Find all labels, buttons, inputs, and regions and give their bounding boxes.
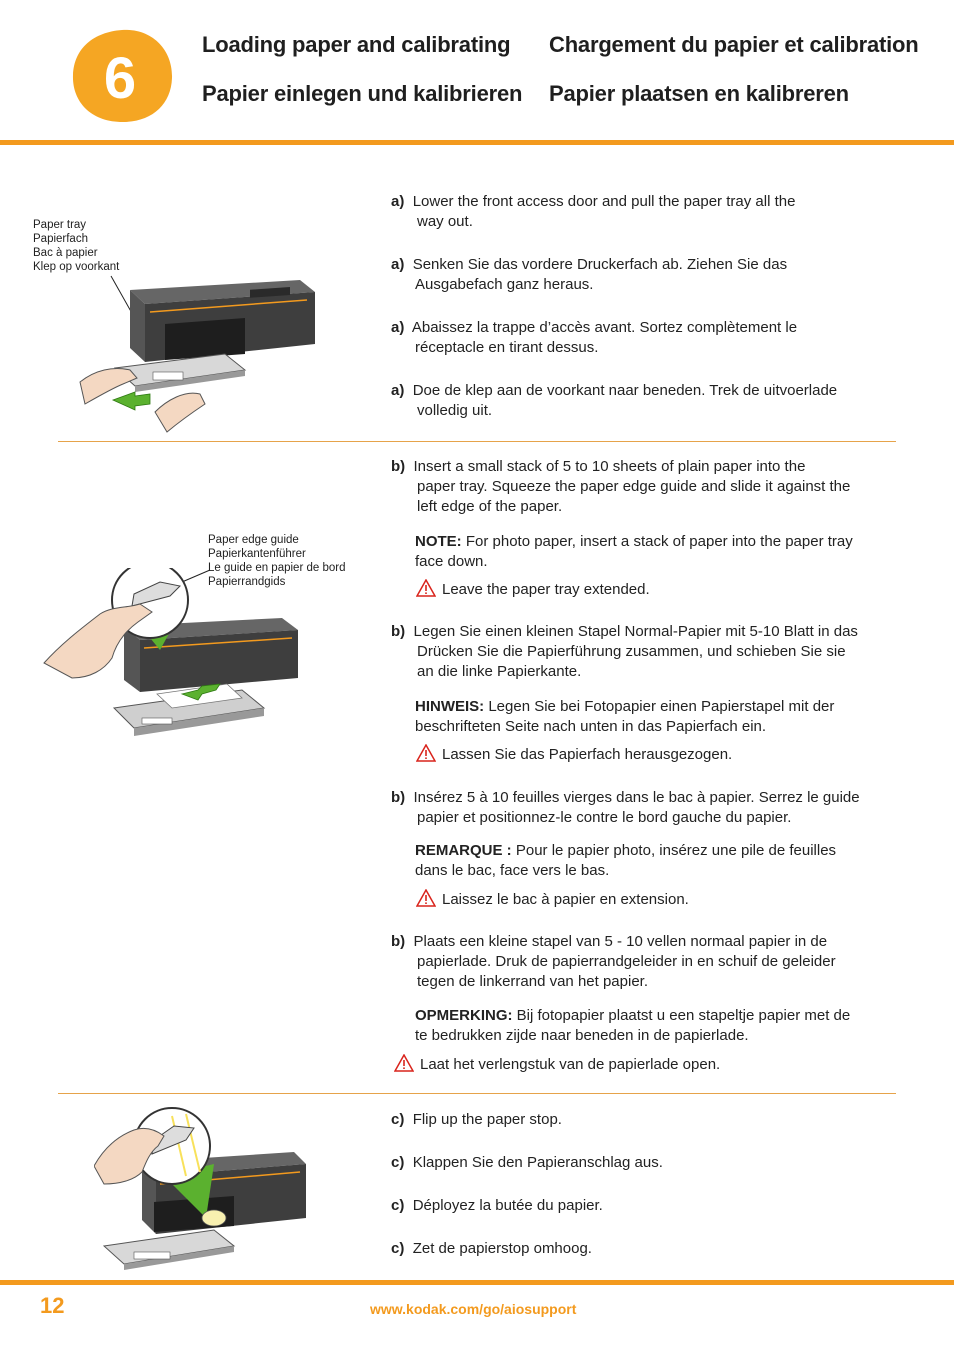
warning-nl: Laat het verlengstuk van de papierlade o…: [393, 1053, 720, 1075]
footer-rule: [0, 1280, 954, 1285]
step-c-de: c) Klappen Sie den Papieranschlag aus.: [391, 1154, 663, 1171]
step-b-de: b) Legen Sie einen kleinen Stapel Normal…: [391, 623, 858, 680]
header-rule: [0, 140, 954, 145]
step-number: 6: [104, 46, 136, 111]
step-a-nl: a) Doe de klep aan de voorkant naar bene…: [391, 382, 838, 419]
step-number-badge: 6: [72, 29, 173, 123]
paper-edge-guide-callout: Paper edge guide Papierkantenführer Le g…: [208, 534, 346, 588]
warning-en: Leave the paper tray extended.: [415, 578, 650, 600]
paper-edge-guide-illustration: [43, 568, 298, 736]
title-de: Papier einlegen und kalibrieren: [202, 81, 523, 106]
step-a-de: a) Senken Sie das vordere Druckerfach ab…: [391, 256, 788, 293]
step-b-en: b) Insert a small stack of 5 to 10 sheet…: [391, 458, 851, 515]
warning-de: Lassen Sie das Papierfach herausgezogen.: [415, 743, 732, 765]
note-nl: OPMERKING: Bij fotopapier plaatst u een …: [415, 1007, 851, 1044]
paper-stop-illustration: [94, 1107, 306, 1270]
title-nl: Papier plaatsen en kalibreren: [549, 81, 849, 106]
section-divider: [58, 1093, 896, 1094]
title-fr: Chargement du papier et calibration: [549, 32, 919, 57]
note-fr: REMARQUE : Pour le papier photo, insérez…: [415, 842, 837, 879]
warning-icon: [415, 888, 437, 907]
warning-fr: Laissez le bac à papier en extension.: [415, 888, 689, 910]
step-a-fr: a) Abaissez la trappe d’accès avant. Sor…: [391, 319, 798, 356]
note-en: NOTE: For photo paper, insert a stack of…: [415, 533, 853, 570]
title-en: Loading paper and calibrating: [202, 32, 511, 57]
step-c-nl: c) Zet de papierstop omhoog.: [391, 1240, 592, 1257]
note-de: HINWEIS: Legen Sie bei Fotopapier einen …: [415, 698, 835, 735]
warning-icon: [415, 743, 437, 762]
support-url-link[interactable]: www.kodak.com/go/aiosupport: [370, 1301, 577, 1317]
section-divider: [58, 441, 896, 442]
step-c-en: c) Flip up the paper stop.: [391, 1111, 562, 1128]
page-number: 12: [40, 1293, 65, 1318]
warning-icon: [415, 578, 437, 597]
step-c-fr: c) Déployez la butée du papier.: [391, 1197, 603, 1214]
paper-tray-callout: Paper tray Papierfach Bac à papier Klep …: [33, 219, 120, 273]
step-a-en: a) Lower the front access door and pull …: [391, 193, 796, 230]
step-b-nl: b) Plaats een kleine stapel van 5 - 10 v…: [391, 933, 836, 990]
warning-icon: [393, 1053, 415, 1072]
printer-open-tray-illustration: [79, 275, 315, 433]
step-b-fr: b) Insérez 5 à 10 feuilles vierges dans …: [391, 789, 860, 826]
